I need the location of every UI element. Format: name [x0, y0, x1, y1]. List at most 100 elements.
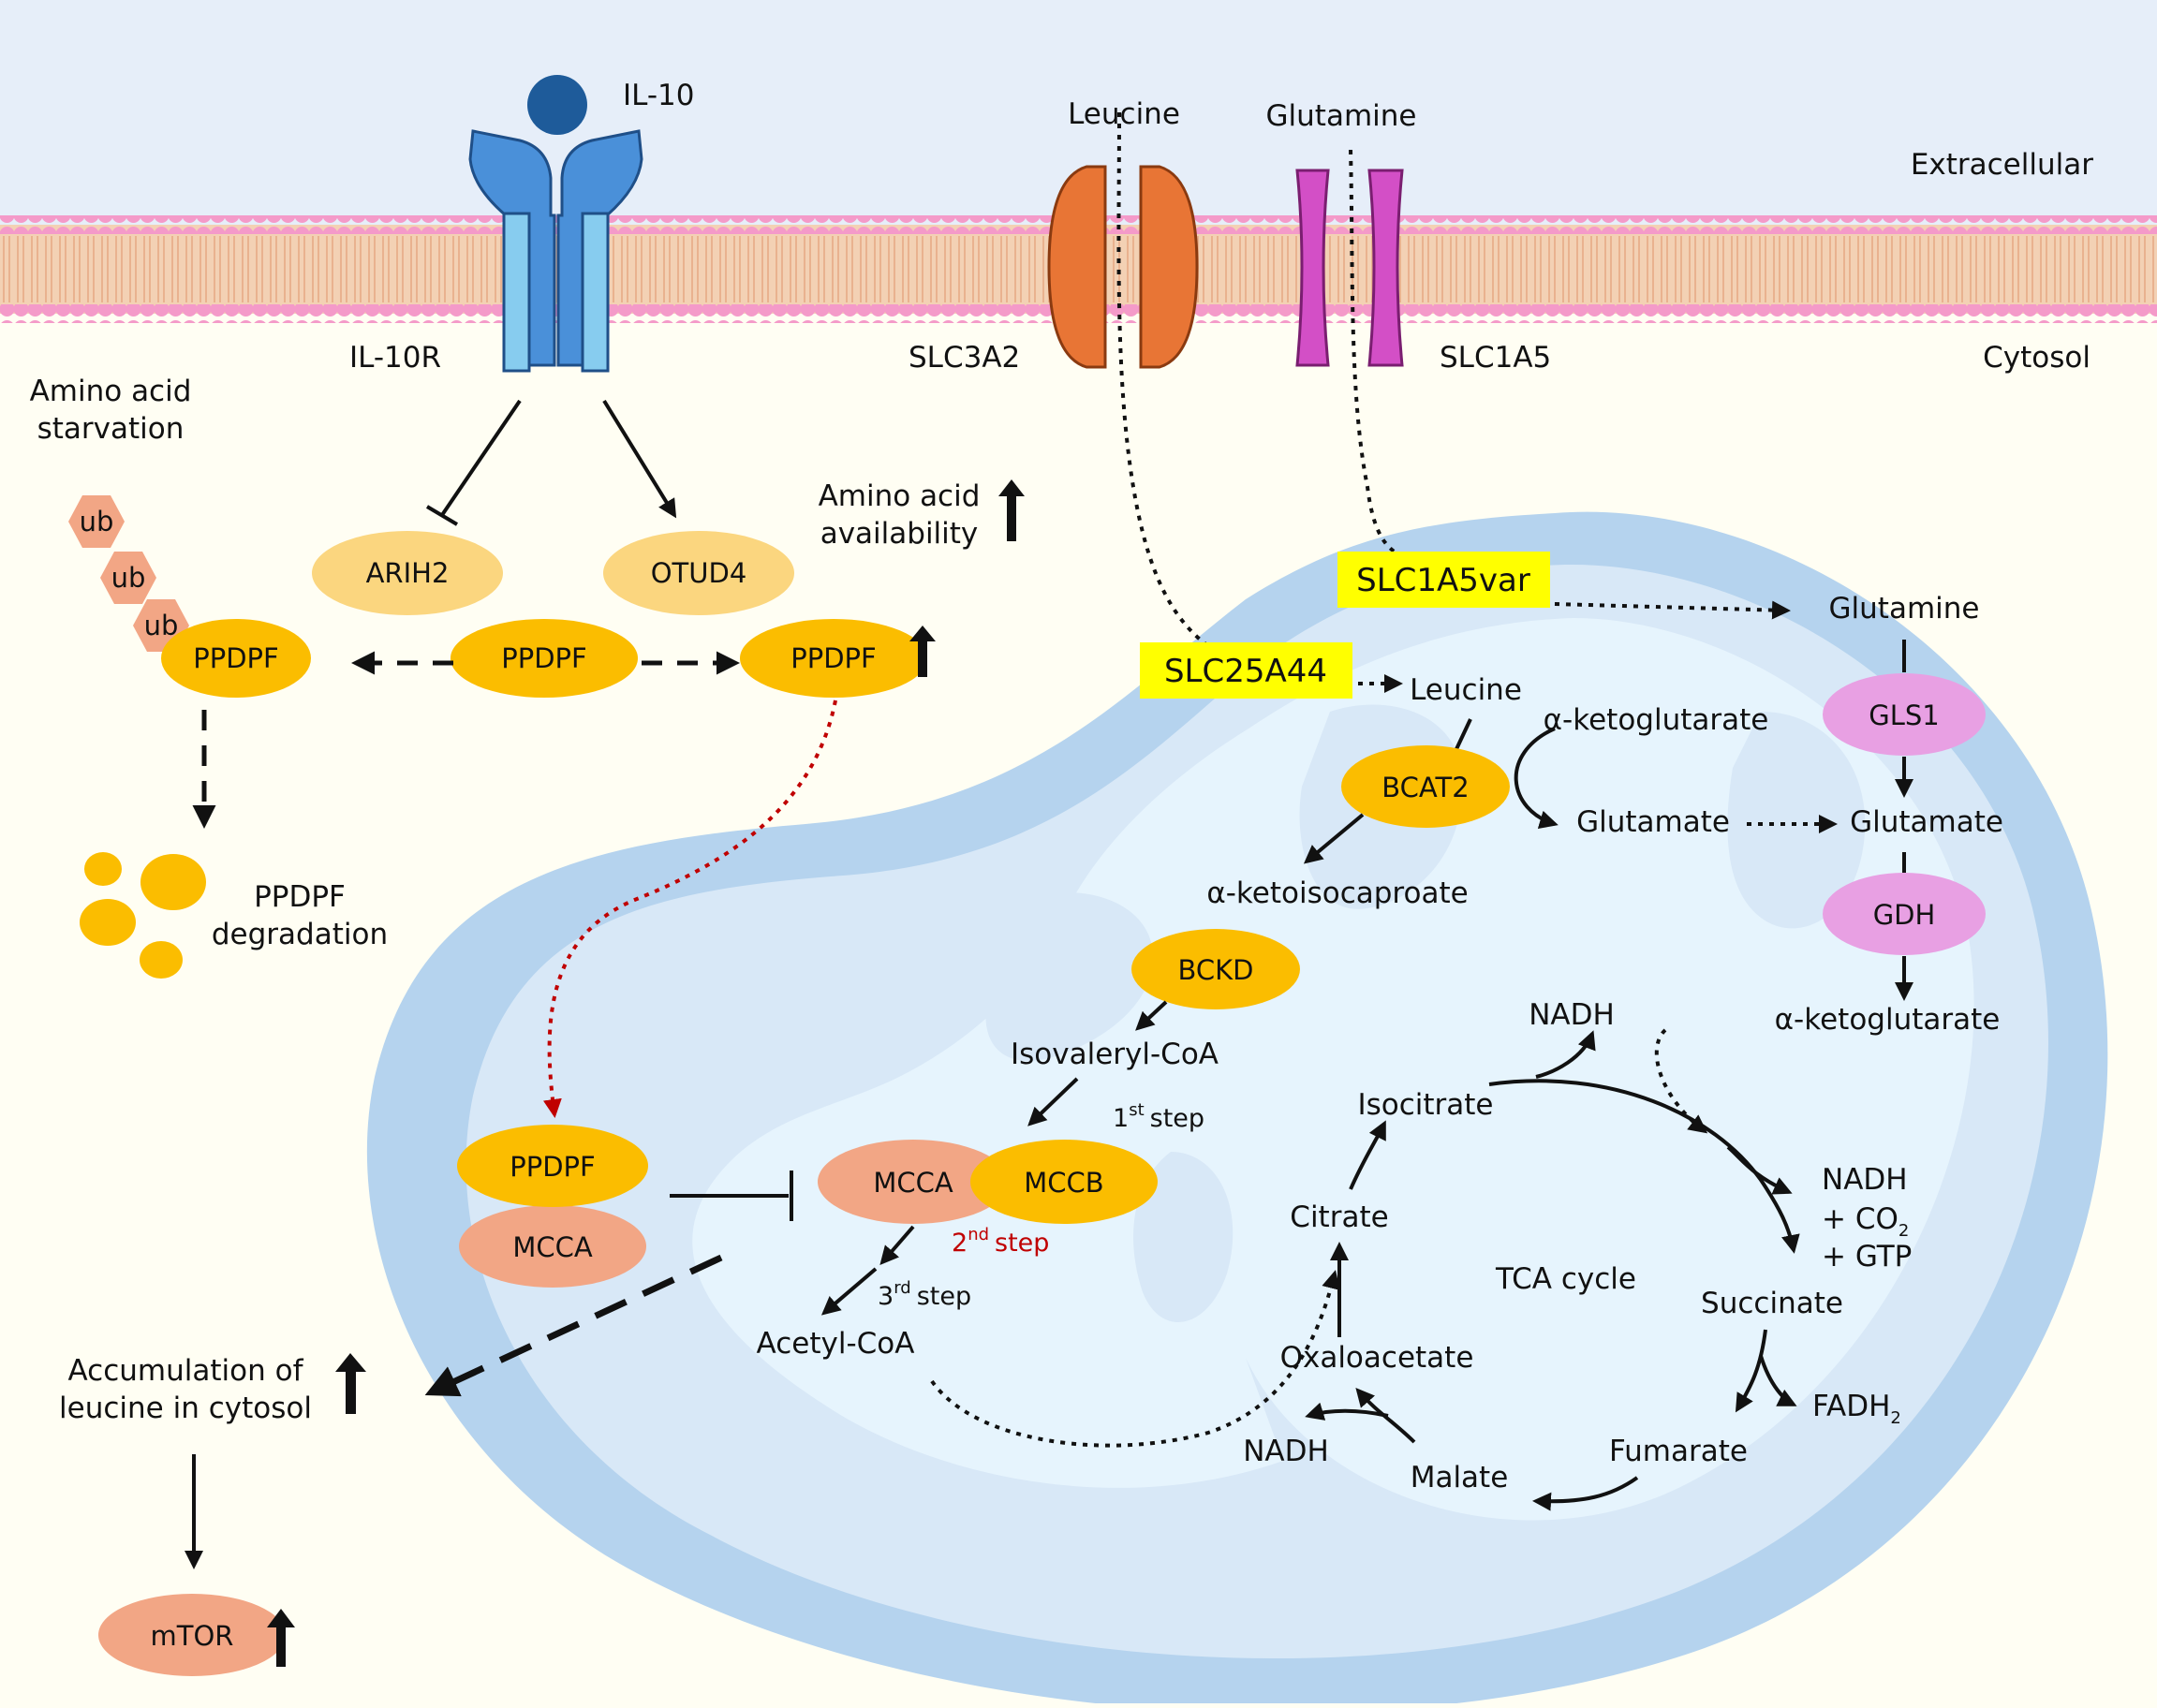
isovaleryl-to-mcc-arrow — [1027, 1077, 1079, 1126]
acetyl-coa-label: Acetyl-CoA — [757, 1327, 915, 1361]
slc1a5-transporter — [1295, 169, 1404, 367]
leucine-to-bcat2-line — [1455, 718, 1472, 750]
step1-number: 1 — [1113, 1104, 1129, 1133]
akg-to-glutamate-arrow — [1514, 727, 1559, 829]
bckd-node — [1131, 929, 1300, 1009]
mccb-label: MCCB — [1024, 1167, 1103, 1199]
citrate-to-isocitrate-arrow — [1349, 1120, 1386, 1190]
mcc-to-step3-arrow — [879, 1225, 915, 1266]
gls1-label: GLS1 — [1869, 699, 1940, 731]
ub-label-2: ub — [111, 562, 146, 594]
mcca-complex-node — [459, 1205, 646, 1288]
arrow-to-glutamine — [1554, 600, 1791, 620]
slc25a44-label: SLC25A44 — [1164, 653, 1327, 690]
isovaleryl-label: Isovaleryl-CoA — [1011, 1038, 1219, 1071]
starvation-label-1: Amino acid — [30, 375, 192, 408]
bckd-label: BCKD — [1178, 954, 1254, 986]
co2-label: + CO2 — [1822, 1202, 1909, 1241]
nadh-bottom-branch-arrow — [1305, 1402, 1389, 1421]
il10r-label: IL-10R — [349, 341, 441, 375]
acetyl-to-citrate-arrow — [930, 1270, 1340, 1448]
ub-hexagon-1 — [68, 495, 125, 548]
otud4-node — [603, 531, 794, 615]
arih2-label: ARIH2 — [366, 557, 450, 589]
mccb-node — [970, 1140, 1158, 1224]
ppdpf-mito-translocation-arrow — [542, 699, 837, 1118]
isocitrate-label: Isocitrate — [1357, 1088, 1493, 1122]
mito-glutamine-label: Glutamine — [1829, 592, 1980, 626]
mtor-node — [98, 1594, 286, 1676]
co2-sub: 2 — [1898, 1221, 1909, 1241]
gdh-node — [1823, 873, 1986, 955]
malate-label: Malate — [1411, 1461, 1509, 1494]
cytosol-label: Cytosol — [1983, 341, 2091, 375]
succinate-to-fumarate-arrow — [1735, 1329, 1767, 1413]
arih2-node — [312, 531, 503, 615]
accumulation-label-2: leucine in cytosol — [59, 1391, 312, 1425]
availability-label-2: availability — [820, 517, 979, 551]
step3-word: step — [917, 1282, 971, 1311]
slc1a5var-box — [1337, 552, 1550, 608]
gls1-node — [1823, 673, 1986, 756]
akg-right-label: α-ketoglutarate — [1775, 1003, 2001, 1037]
ub-label-1: ub — [80, 506, 114, 537]
il10r-to-arih2-inhibition — [440, 399, 522, 517]
fumarate-to-malate-arrow — [1532, 1476, 1639, 1511]
akg-into-tca-arrow — [1654, 1028, 1708, 1134]
bckd-to-isovaleryl-arrow — [1135, 1000, 1168, 1031]
degradation-blobs — [80, 852, 206, 979]
akg-top-label: α-ketoglutarate — [1544, 703, 1769, 737]
leucine-extracellular-label: Leucine — [1068, 97, 1180, 131]
accumulation-label-1: Accumulation of — [68, 1354, 304, 1388]
fadh-branch-arrow — [1759, 1355, 1797, 1406]
accumulation-up-arrow-icon — [335, 1353, 366, 1414]
step1-word: step — [1150, 1104, 1204, 1133]
gtp-label: + GTP — [1822, 1240, 1912, 1274]
succinate-label: Succinate — [1701, 1287, 1843, 1320]
extracellular-label: Extracellular — [1911, 148, 2093, 182]
gdh-label: GDH — [1873, 899, 1936, 931]
citrate-label: Citrate — [1290, 1200, 1388, 1234]
ppdpf-complex-node — [457, 1125, 648, 1207]
slc3a2-transporter — [1047, 165, 1199, 369]
step2-sup: nd — [968, 1225, 989, 1244]
ppdpf-complex-label: PPDPF — [510, 1151, 595, 1183]
step1-sup: st — [1129, 1100, 1144, 1120]
bcat2-to-akic-arrow — [1303, 813, 1365, 864]
slc1a5var-label: SLC1A5var — [1356, 562, 1530, 599]
ub-label-3: ub — [144, 610, 179, 641]
nadh-top-branch-arrow — [1535, 1030, 1596, 1079]
il10-label: IL-10 — [623, 79, 695, 112]
arih2-inhibition-bar — [425, 505, 459, 526]
step2-word: step — [995, 1229, 1049, 1258]
ppdpf-ubiquitinated-label: PPDPF — [193, 642, 278, 674]
step3-sup: rd — [894, 1278, 911, 1298]
fadh-text: FADH — [1812, 1390, 1890, 1423]
glutamine-extracellular-label: Glutamine — [1266, 99, 1417, 133]
glutamine-transport-path — [1349, 149, 1397, 554]
degradation-label-2: degradation — [212, 918, 388, 951]
nadh-bottom-label: NADH — [1243, 1435, 1329, 1468]
leucine-transport-path — [1116, 111, 1210, 648]
starvation-label-2: starvation — [37, 412, 185, 446]
step3-number: 3 — [878, 1282, 894, 1311]
ppdpf-ubiquitinated — [161, 619, 311, 698]
mcca-node — [818, 1140, 1009, 1224]
slc3a2-label: SLC3A2 — [909, 341, 1020, 375]
step2-number: 2 — [952, 1229, 968, 1258]
fadh-sub: 2 — [1890, 1408, 1900, 1428]
mtor-label: mTOR — [151, 1620, 234, 1652]
malate-to-oxaloacetate-arrow — [1355, 1387, 1416, 1444]
oxaloacetate-label: Oxaloacetate — [1280, 1341, 1474, 1375]
tca-cycle-label: TCA cycle — [1495, 1262, 1636, 1296]
co2-text: + CO — [1822, 1202, 1898, 1236]
ppdpf-up-arrow-icon — [909, 626, 936, 677]
mtor-up-arrow-icon — [267, 1609, 295, 1667]
availability-up-arrow-icon — [998, 479, 1025, 541]
nadh-right-branch-arrow — [1726, 1145, 1793, 1195]
il10-receptor — [468, 129, 643, 373]
